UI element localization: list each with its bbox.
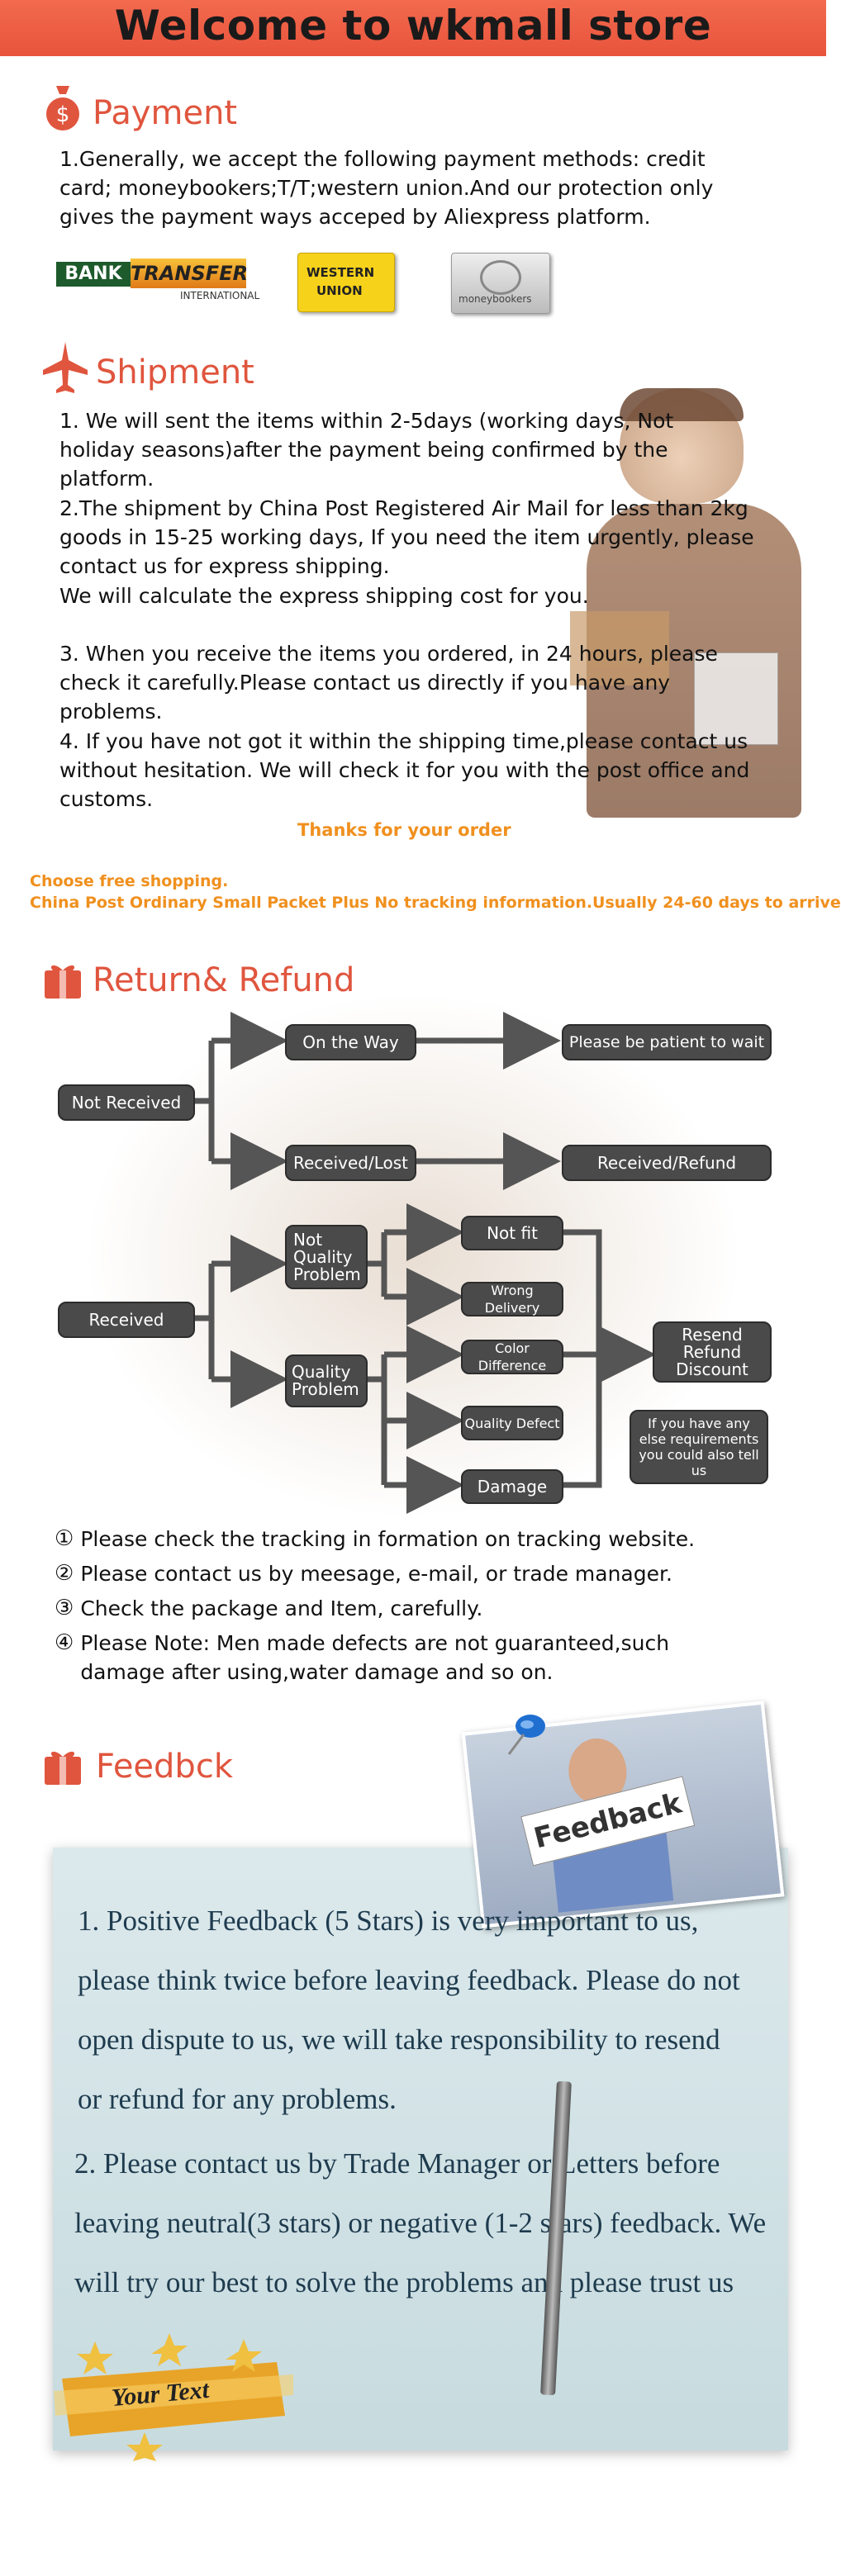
flow-wrong-delivery: Wrong Delivery (461, 1282, 563, 1316)
flow-on-the-way: On the Way (285, 1024, 416, 1060)
gift-box-icon (43, 1748, 83, 1786)
western-union-logo: WESTERN UNION (297, 253, 395, 312)
flow-not-fit: Not fit (461, 1216, 563, 1250)
flow-else-requirements: If you have any else requirements you co… (630, 1410, 768, 1484)
shipment-p2b: We will calculate the express shipping c… (59, 584, 589, 608)
flow-resend-refund: Resend Refund Discount (653, 1321, 772, 1383)
feedback-p1: 1. Positive Feedback (5 Stars) is very i… (78, 1905, 740, 2115)
payment-text: 1.Generally, we accept the following pay… (59, 147, 714, 229)
refund-title: Return& Refund (93, 961, 355, 999)
flow-received-refund: Received/Refund (562, 1145, 772, 1181)
shipment-p1: 1. We will sent the items within 2-5days… (59, 409, 674, 491)
flow-color-difference: Color Difference (461, 1340, 563, 1374)
flow-be-patient: Please be patient to wait (562, 1024, 772, 1060)
feedback-p2: 2. Please contact us by Trade Manager or… (74, 2147, 767, 2298)
refund-flowchart-lines (192, 1012, 656, 1514)
shipment-title: Shipment (96, 353, 254, 391)
free-shipping-text: Choose free shopping. (30, 872, 229, 890)
courier-photo (570, 388, 810, 818)
free-shipping-detail: China Post Ordinary Small Packet Plus No… (30, 894, 841, 912)
flow-quality-defect: Quality Defect (461, 1406, 563, 1440)
push-pin-icon (502, 1710, 552, 1759)
flow-received: Received (58, 1302, 195, 1338)
flow-damage: Damage (461, 1469, 563, 1504)
flow-not-quality-problem: Not Quality Problem (285, 1225, 368, 1289)
shipment-p3: 3. When you receive the items you ordere… (59, 642, 718, 723)
flow-not-received: Not Received (58, 1084, 195, 1121)
shipment-p4: 4. If you have not got it within the shi… (59, 729, 750, 811)
moneybookers-logo: moneybookers (451, 253, 550, 314)
banner-title: Welcome to wkmall store (114, 2, 712, 50)
flow-received-lost: Received/Lost (285, 1145, 416, 1181)
airplane-icon (41, 340, 89, 395)
bank-transfer-logo: BANK TRANSFER INTERNATIONAL (56, 259, 259, 303)
payment-title: Payment (93, 94, 238, 132)
svg-text:$: $ (56, 102, 70, 127)
banner (0, 0, 826, 56)
feedback-title: Feedbck (96, 1748, 233, 1786)
your-text-badge: Your Text (45, 2329, 302, 2461)
flow-quality-problem: Quality Problem (285, 1354, 368, 1407)
shipment-p2: 2.The shipment by China Post Registered … (59, 496, 754, 578)
thanks-text: Thanks for your order (297, 820, 511, 840)
money-bag-icon: $ (43, 83, 83, 132)
gift-box-icon (43, 962, 83, 1000)
